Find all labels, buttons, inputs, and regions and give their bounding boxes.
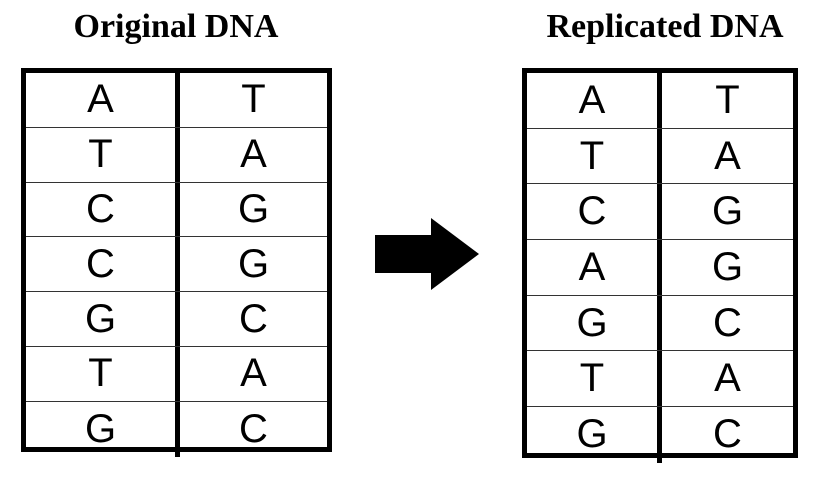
right-arrow-icon	[375, 218, 479, 290]
strand-1-base: A	[26, 73, 180, 127]
strand-2-base: G	[237, 241, 270, 286]
strand-1-base: A	[527, 73, 662, 128]
base-pair-row: G C	[527, 407, 793, 463]
strand-1-base: A	[527, 240, 662, 295]
strand-2-base: C	[713, 300, 742, 345]
strand-1-base: T	[26, 127, 180, 182]
strand-1-base: G	[527, 295, 662, 351]
original-dna-table: A T T A C G C G G C T A G C	[21, 68, 332, 457]
base-pair-row: T A	[26, 346, 327, 402]
strand-2-base: G	[711, 244, 744, 289]
base-pair-row: G C	[527, 295, 793, 352]
replicated-dna-table: A T T A C G A G G C T A G C	[522, 68, 798, 463]
strand-2-base: A	[240, 132, 267, 177]
strand-2-base: T	[241, 77, 266, 122]
base-pair-row: A G	[527, 240, 793, 296]
base-pair-row: G C	[26, 401, 327, 457]
strand-1-base: G	[527, 407, 662, 463]
replicated-dna-title: Replicated DNA	[546, 8, 784, 45]
base-pair-row: T A	[527, 128, 793, 185]
base-pair-row: C G	[26, 182, 327, 238]
strand-2-base: A	[240, 351, 267, 396]
original-dna-title: Original DNA	[73, 8, 279, 45]
base-pair-row: C G	[26, 237, 327, 293]
strand-1-base: C	[26, 182, 180, 237]
strand-2-base: G	[237, 186, 270, 231]
strand-2-base: A	[714, 133, 741, 178]
strand-1-base: T	[26, 346, 180, 401]
base-pair-row: A T	[26, 73, 327, 128]
strand-2-base: C	[239, 296, 268, 341]
base-pair-row: A T	[527, 73, 793, 129]
base-pair-row: G C	[26, 292, 327, 347]
strand-1-base: T	[527, 351, 662, 407]
strand-2-base: C	[713, 412, 742, 457]
strand-1-base: T	[527, 128, 662, 184]
strand-1-base: C	[26, 237, 180, 292]
base-pair-row: C G	[527, 184, 793, 241]
base-pair-row: T A	[26, 127, 327, 183]
strand-2-base: G	[711, 189, 744, 234]
base-pair-row: T A	[527, 351, 793, 408]
strand-1-base: G	[26, 401, 180, 457]
strand-2-base: C	[239, 406, 268, 451]
strand-2-base: T	[715, 77, 740, 122]
strand-1-base: C	[527, 184, 662, 240]
strand-1-base: G	[26, 292, 180, 346]
strand-2-base: A	[714, 356, 741, 401]
